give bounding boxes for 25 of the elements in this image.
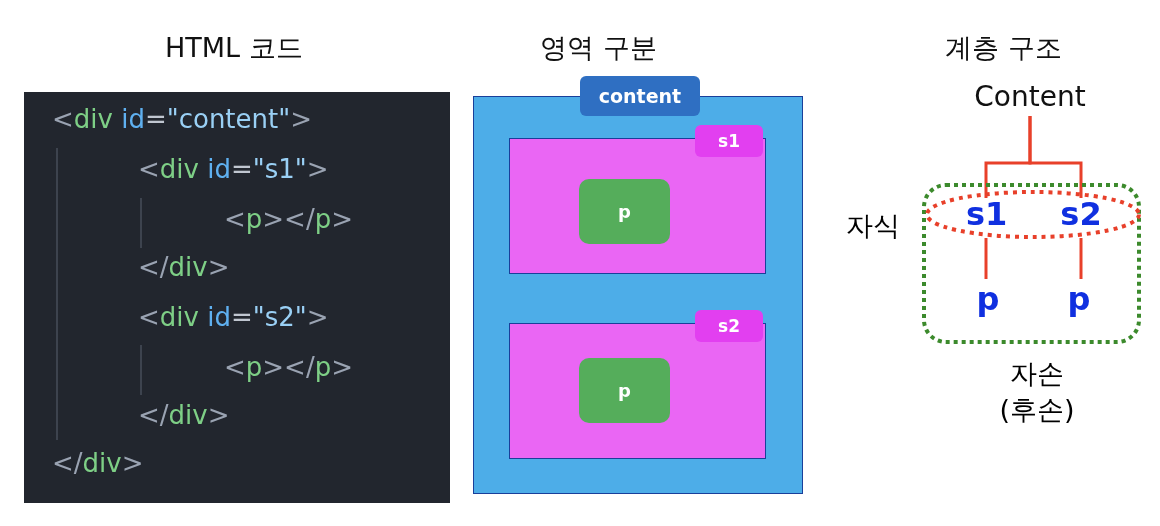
panel-heading: 영역 구분: [540, 31, 657, 65]
connector-line: [1079, 238, 1083, 279]
panel-heading: HTML 코드: [165, 31, 303, 65]
code-line: <div id="s1">: [138, 154, 329, 184]
tree-node-label: s1: [966, 198, 1006, 232]
code-line: </div>: [52, 448, 144, 478]
element-box: p: [579, 179, 670, 244]
code-line: </div>: [138, 400, 230, 430]
region-tab: content: [580, 76, 700, 116]
tree-node-label: p: [1065, 283, 1093, 319]
group-caption: 자식: [845, 209, 901, 243]
tree-node-label: s2: [1060, 198, 1102, 232]
tree-node-label: Content: [968, 80, 1092, 116]
connector-line: [984, 238, 988, 279]
group-caption: 자손 (후손): [998, 357, 1076, 428]
panel-heading: 계층 구조: [945, 31, 1062, 65]
region-tab: s2: [695, 310, 763, 342]
tree-node-label: p: [974, 283, 1002, 319]
element-box: p: [579, 358, 670, 423]
code-line: <p></p>: [224, 352, 353, 382]
region-tab: s1: [695, 125, 763, 157]
code-line: <div id="s2">: [138, 302, 329, 332]
code-line: <div id="content">: [52, 104, 312, 134]
code-line: <p></p>: [224, 204, 353, 234]
code-line: </div>: [138, 252, 230, 282]
